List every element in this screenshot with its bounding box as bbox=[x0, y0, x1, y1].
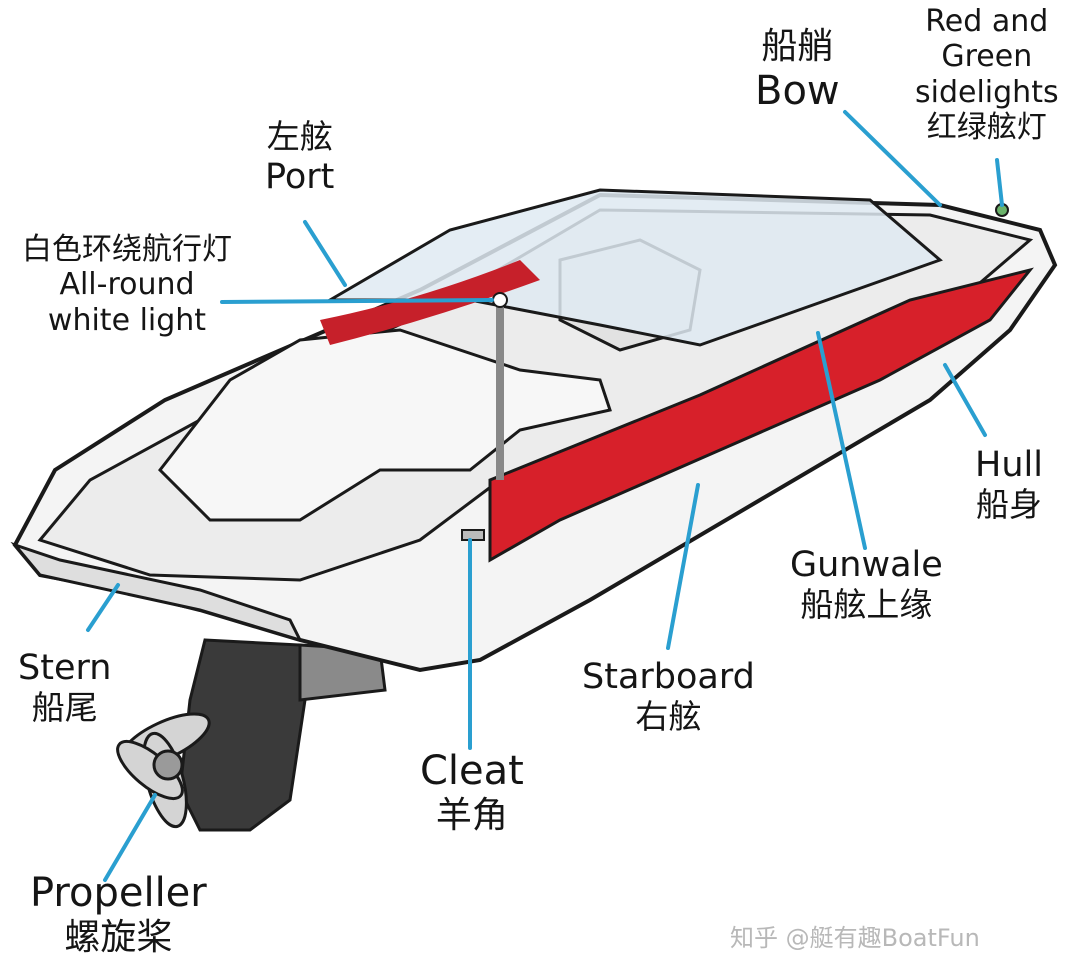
leader-port bbox=[303, 220, 347, 287]
hull-en: Hull bbox=[975, 445, 1043, 485]
cleat-zh: 羊角 bbox=[435, 795, 508, 837]
label-hull: Hull 船身 bbox=[975, 445, 1043, 525]
label-sidelights: Red and Green sidelights 红绿舷灯 bbox=[915, 4, 1059, 146]
interior-stripe bbox=[320, 260, 540, 345]
bow-en: Bow bbox=[755, 68, 840, 115]
leader-propeller bbox=[103, 793, 157, 882]
port-en: Port bbox=[265, 156, 335, 197]
label-starboard: Starboard 右舷 bbox=[582, 657, 755, 737]
hull-zh: 船身 bbox=[975, 485, 1042, 525]
propeller-en: Propeller bbox=[30, 870, 207, 916]
sidelights-en-2: Green bbox=[941, 39, 1033, 75]
label-gunwale: Gunwale 船舷上缘 bbox=[790, 545, 943, 625]
leader-sidelights bbox=[995, 158, 1004, 207]
port-zh: 左舷 bbox=[266, 117, 333, 156]
starboard-zh: 右舷 bbox=[635, 697, 702, 737]
propeller-zh: 螺旋桨 bbox=[64, 917, 173, 959]
white-light-en-2: white light bbox=[47, 302, 207, 338]
label-port: 左舷 Port bbox=[265, 117, 335, 198]
gunwale-zh: 船舷上缘 bbox=[800, 585, 933, 625]
stern-platform bbox=[10, 541, 303, 643]
white-light-bulb bbox=[492, 292, 508, 308]
sidelights-en-3: sidelights bbox=[915, 74, 1059, 110]
leader-stern bbox=[86, 583, 120, 632]
label-white-light: 白色环绕航行灯 All-round white light bbox=[22, 232, 232, 338]
leader-white-light bbox=[220, 298, 494, 304]
hull-stripe bbox=[488, 267, 1034, 563]
bow-zh: 船艄 bbox=[761, 26, 834, 67]
white-light-zh: 白色环绕航行灯 bbox=[22, 232, 232, 267]
cleat-shape bbox=[461, 529, 485, 541]
label-stern: Stern 船尾 bbox=[18, 648, 111, 728]
watermark: 知乎 @艇有趣BoatFun bbox=[730, 924, 980, 952]
gunwale-en: Gunwale bbox=[790, 545, 943, 585]
label-cleat: Cleat 羊角 bbox=[420, 748, 524, 838]
sidelights-zh: 红绿舷灯 bbox=[926, 110, 1047, 146]
label-bow: 船艄 Bow bbox=[755, 26, 840, 116]
white-light-en-1: All-round bbox=[59, 267, 195, 303]
leader-starboard bbox=[666, 483, 700, 650]
leader-gunwale bbox=[816, 331, 867, 550]
stern-en: Stern bbox=[18, 648, 112, 688]
cleat-en: Cleat bbox=[420, 748, 524, 794]
propeller-shape bbox=[116, 712, 211, 829]
leader-hull bbox=[943, 363, 987, 437]
starboard-en: Starboard bbox=[582, 657, 755, 697]
stern-zh: 船尾 bbox=[31, 688, 98, 728]
leader-lines bbox=[86, 110, 1004, 882]
label-propeller: Propeller 螺旋桨 bbox=[30, 870, 207, 960]
leader-bow bbox=[843, 110, 942, 207]
windshield bbox=[324, 188, 943, 347]
sidelights-en-1: Red and bbox=[925, 4, 1049, 39]
